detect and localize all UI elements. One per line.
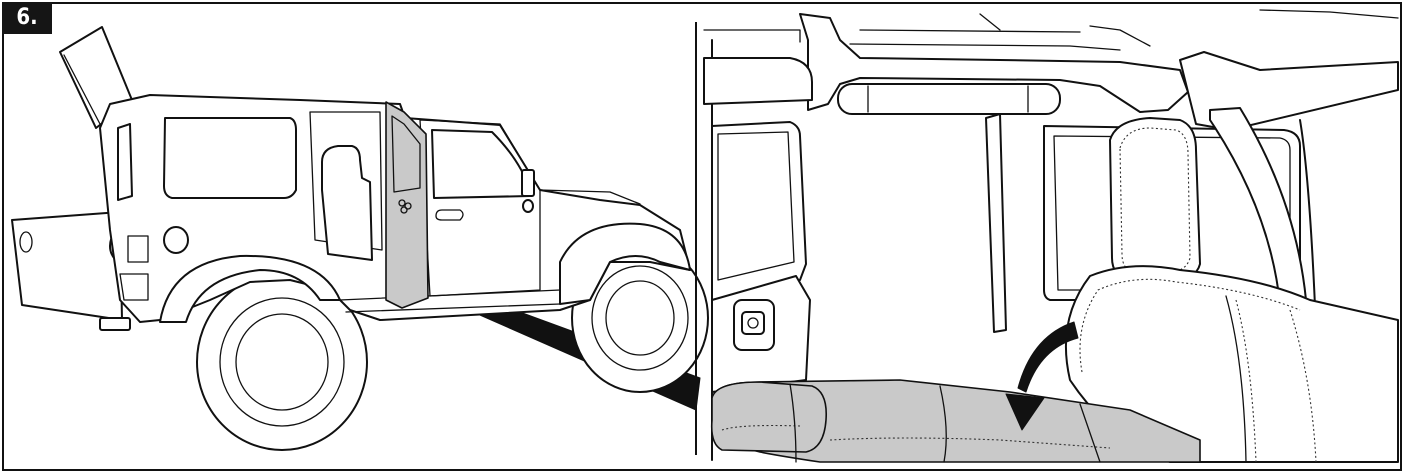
interior-detail-illustration: [704, 10, 1398, 462]
step-number-badge: 6.: [2, 2, 52, 34]
door-latch: [734, 300, 774, 350]
vehicle-exterior-illustration: [12, 27, 708, 450]
removed-rear-door: [386, 102, 428, 308]
headrest: [1110, 118, 1200, 282]
